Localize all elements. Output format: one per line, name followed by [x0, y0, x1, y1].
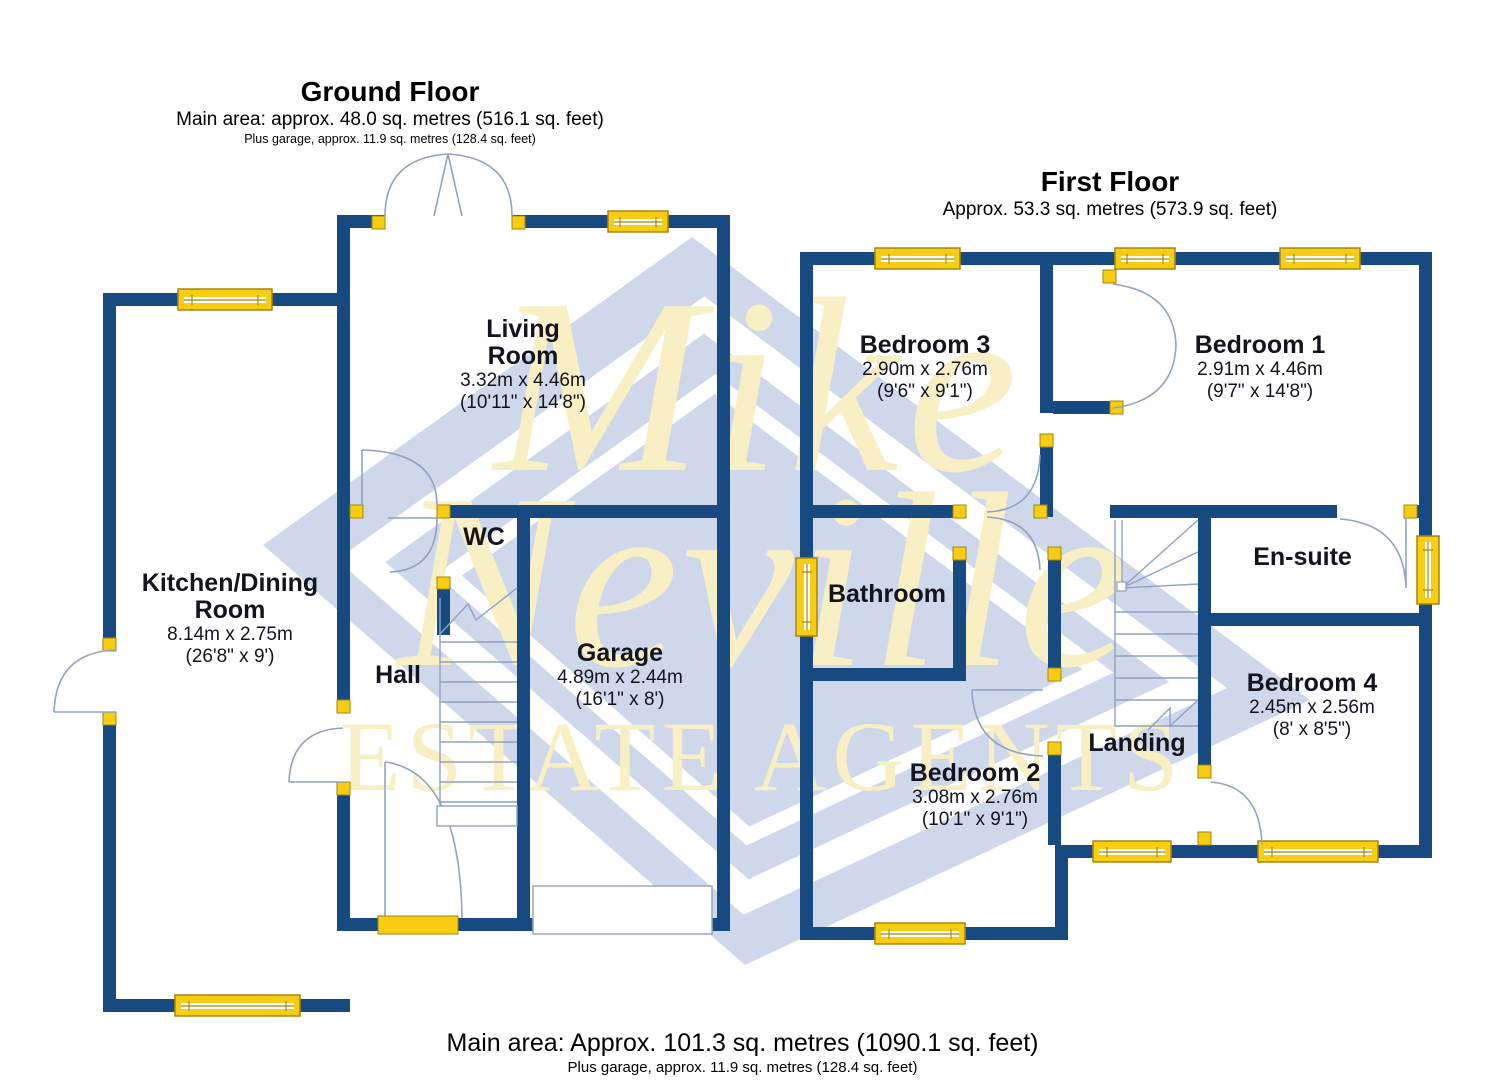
ground-floor-walls	[103, 215, 730, 1012]
bathroom-name: Bathroom	[827, 580, 947, 608]
bedroom2-imperial: (10'1" x 9'1")	[921, 809, 1029, 830]
bedroom1-metric: 2.91m x 4.46m	[1197, 359, 1323, 380]
garage-door	[532, 885, 713, 935]
ground-floor-title: Ground Floor	[300, 76, 480, 107]
ground-floor-door-jambs	[102, 215, 526, 796]
label-bathroom: Bathroom	[812, 581, 962, 608]
wc-door-arc	[388, 517, 438, 573]
window-living-top	[607, 210, 669, 233]
living-room-name-1: Living	[486, 315, 560, 343]
bedroom1-door-arc	[1112, 283, 1177, 409]
landing-name: Landing	[1088, 729, 1186, 757]
window-bedroom1-top	[1279, 247, 1361, 270]
label-living-room: Living Room 3.32m x 4.46m (10'11" x 14'8…	[390, 316, 656, 414]
first-floor-door-jambs	[952, 269, 1418, 846]
label-bedroom-1: Bedroom 1 2.91m x 4.46m (9'7" x 14'8")	[1140, 332, 1380, 403]
label-bedroom-4: Bedroom 4 2.45m x 2.56m (8' x 8'5")	[1198, 670, 1426, 741]
label-landing: Landing	[1062, 730, 1212, 757]
bedroom4-metric: 2.45m x 2.56m	[1249, 697, 1375, 718]
ground-floor-area: Main area: approx. 48.0 sq. metres (516.…	[176, 109, 604, 130]
total-area-footer: Main area: Approx. 101.3 sq. metres (109…	[0, 1028, 1485, 1078]
bedroom4-name: Bedroom 4	[1246, 669, 1378, 697]
window-kitchen-bottom	[174, 994, 301, 1017]
kitchen-metric: 8.14m x 2.75m	[167, 624, 293, 645]
kitchen-name-1: Kitchen/Dining	[141, 569, 319, 597]
bedroom4-door-arc	[1210, 781, 1263, 846]
window-bathroom-left	[795, 557, 818, 637]
hall-name: Hall	[375, 661, 421, 689]
wc-name: WC	[463, 523, 505, 551]
living-room-door-arc	[361, 449, 438, 506]
first-floor-title: First Floor	[1040, 166, 1180, 197]
window-bedroom2-bottom	[874, 922, 966, 945]
ground-floor-header: Ground Floor Main area: approx. 48.0 sq.…	[140, 76, 640, 147]
label-garage: Garage 4.89m x 2.44m (16'1" x 8')	[525, 640, 715, 711]
bedroom2-name: Bedroom 2	[909, 759, 1041, 787]
label-hall: Hall	[348, 662, 448, 689]
first-floor-area: Approx. 53.3 sq. metres (573.9 sq. feet)	[942, 199, 1278, 220]
front-door-threshold	[377, 915, 459, 935]
kitchen-imperial: (26'8" x 9')	[185, 646, 275, 667]
window-bedroom4-bottom	[1257, 840, 1379, 863]
total-garage-note: Plus garage, approx. 11.9 sq. metres (12…	[567, 1059, 918, 1076]
bedroom1-imperial: (9'7" x 14'8")	[1206, 381, 1314, 402]
watermark-word-2: Neville	[395, 443, 1133, 720]
ground-floor-plan	[53, 153, 730, 1017]
first-floor-header: First Floor Approx. 53.3 sq. metres (573…	[860, 166, 1360, 221]
living-room-imperial: (10'11" x 14'8")	[459, 392, 586, 413]
garage-metric: 4.89m x 2.44m	[557, 667, 683, 688]
window-kitchen-top	[177, 288, 273, 311]
first-floor-stairs	[1114, 519, 1199, 731]
label-bedroom-2: Bedroom 2 3.08m x 2.76m (10'1" x 9'1")	[858, 760, 1092, 831]
french-doors-arc	[384, 153, 513, 217]
kitchen-name-2: Room	[194, 596, 266, 624]
bathroom-door-arc	[986, 516, 1041, 571]
garage-imperial: (16'1" x 8')	[575, 689, 665, 710]
ground-floor-stairs	[436, 587, 518, 827]
window-landing-top	[1114, 247, 1176, 270]
living-room-name-2: Room	[487, 342, 559, 370]
bedroom3-door-arc	[986, 454, 1041, 513]
bedroom3-imperial: (9'6" x 9'1")	[877, 381, 973, 402]
label-wc: WC	[429, 524, 539, 551]
ground-floor-garage-note: Plus garage, approx. 11.9 sq. metres (12…	[244, 132, 536, 146]
label-ensuite: En-suite	[1235, 544, 1370, 571]
bedroom4-imperial: (8' x 8'5")	[1272, 719, 1352, 740]
ensuite-door-arc	[1339, 518, 1407, 589]
total-main-area: Main area: Approx. 101.3 sq. metres (109…	[446, 1029, 1039, 1057]
ensuite-name: En-suite	[1253, 543, 1352, 571]
bedroom3-name: Bedroom 3	[859, 331, 991, 359]
bedroom1-name: Bedroom 1	[1194, 331, 1326, 359]
watermark-ring-inner	[436, 374, 1114, 846]
first-floor-plan	[795, 247, 1440, 945]
living-room-metric: 3.32m x 4.46m	[460, 370, 586, 391]
garage-name: Garage	[576, 639, 664, 667]
kitchen-door-arc	[288, 727, 344, 783]
bedroom2-metric: 3.08m x 2.76m	[912, 787, 1038, 808]
window-ensuite-right	[1416, 535, 1440, 605]
label-bedroom-3: Bedroom 3 2.90m x 2.76m (9'6" x 9'1")	[810, 332, 1040, 403]
first-floor-doors	[971, 283, 1407, 846]
window-bedroom3-top	[874, 247, 961, 270]
patio-door-arc	[53, 649, 117, 713]
window-landing-bottom	[1092, 840, 1172, 863]
label-kitchen-dining: Kitchen/Dining Room 8.14m x 2.75m (26'8"…	[108, 570, 352, 668]
bedroom2-door-arc	[971, 689, 1044, 757]
watermark-word-1: Mike	[491, 248, 1026, 525]
bedroom3-metric: 2.90m x 2.76m	[862, 359, 988, 380]
ground-floor-doors	[53, 153, 513, 919]
